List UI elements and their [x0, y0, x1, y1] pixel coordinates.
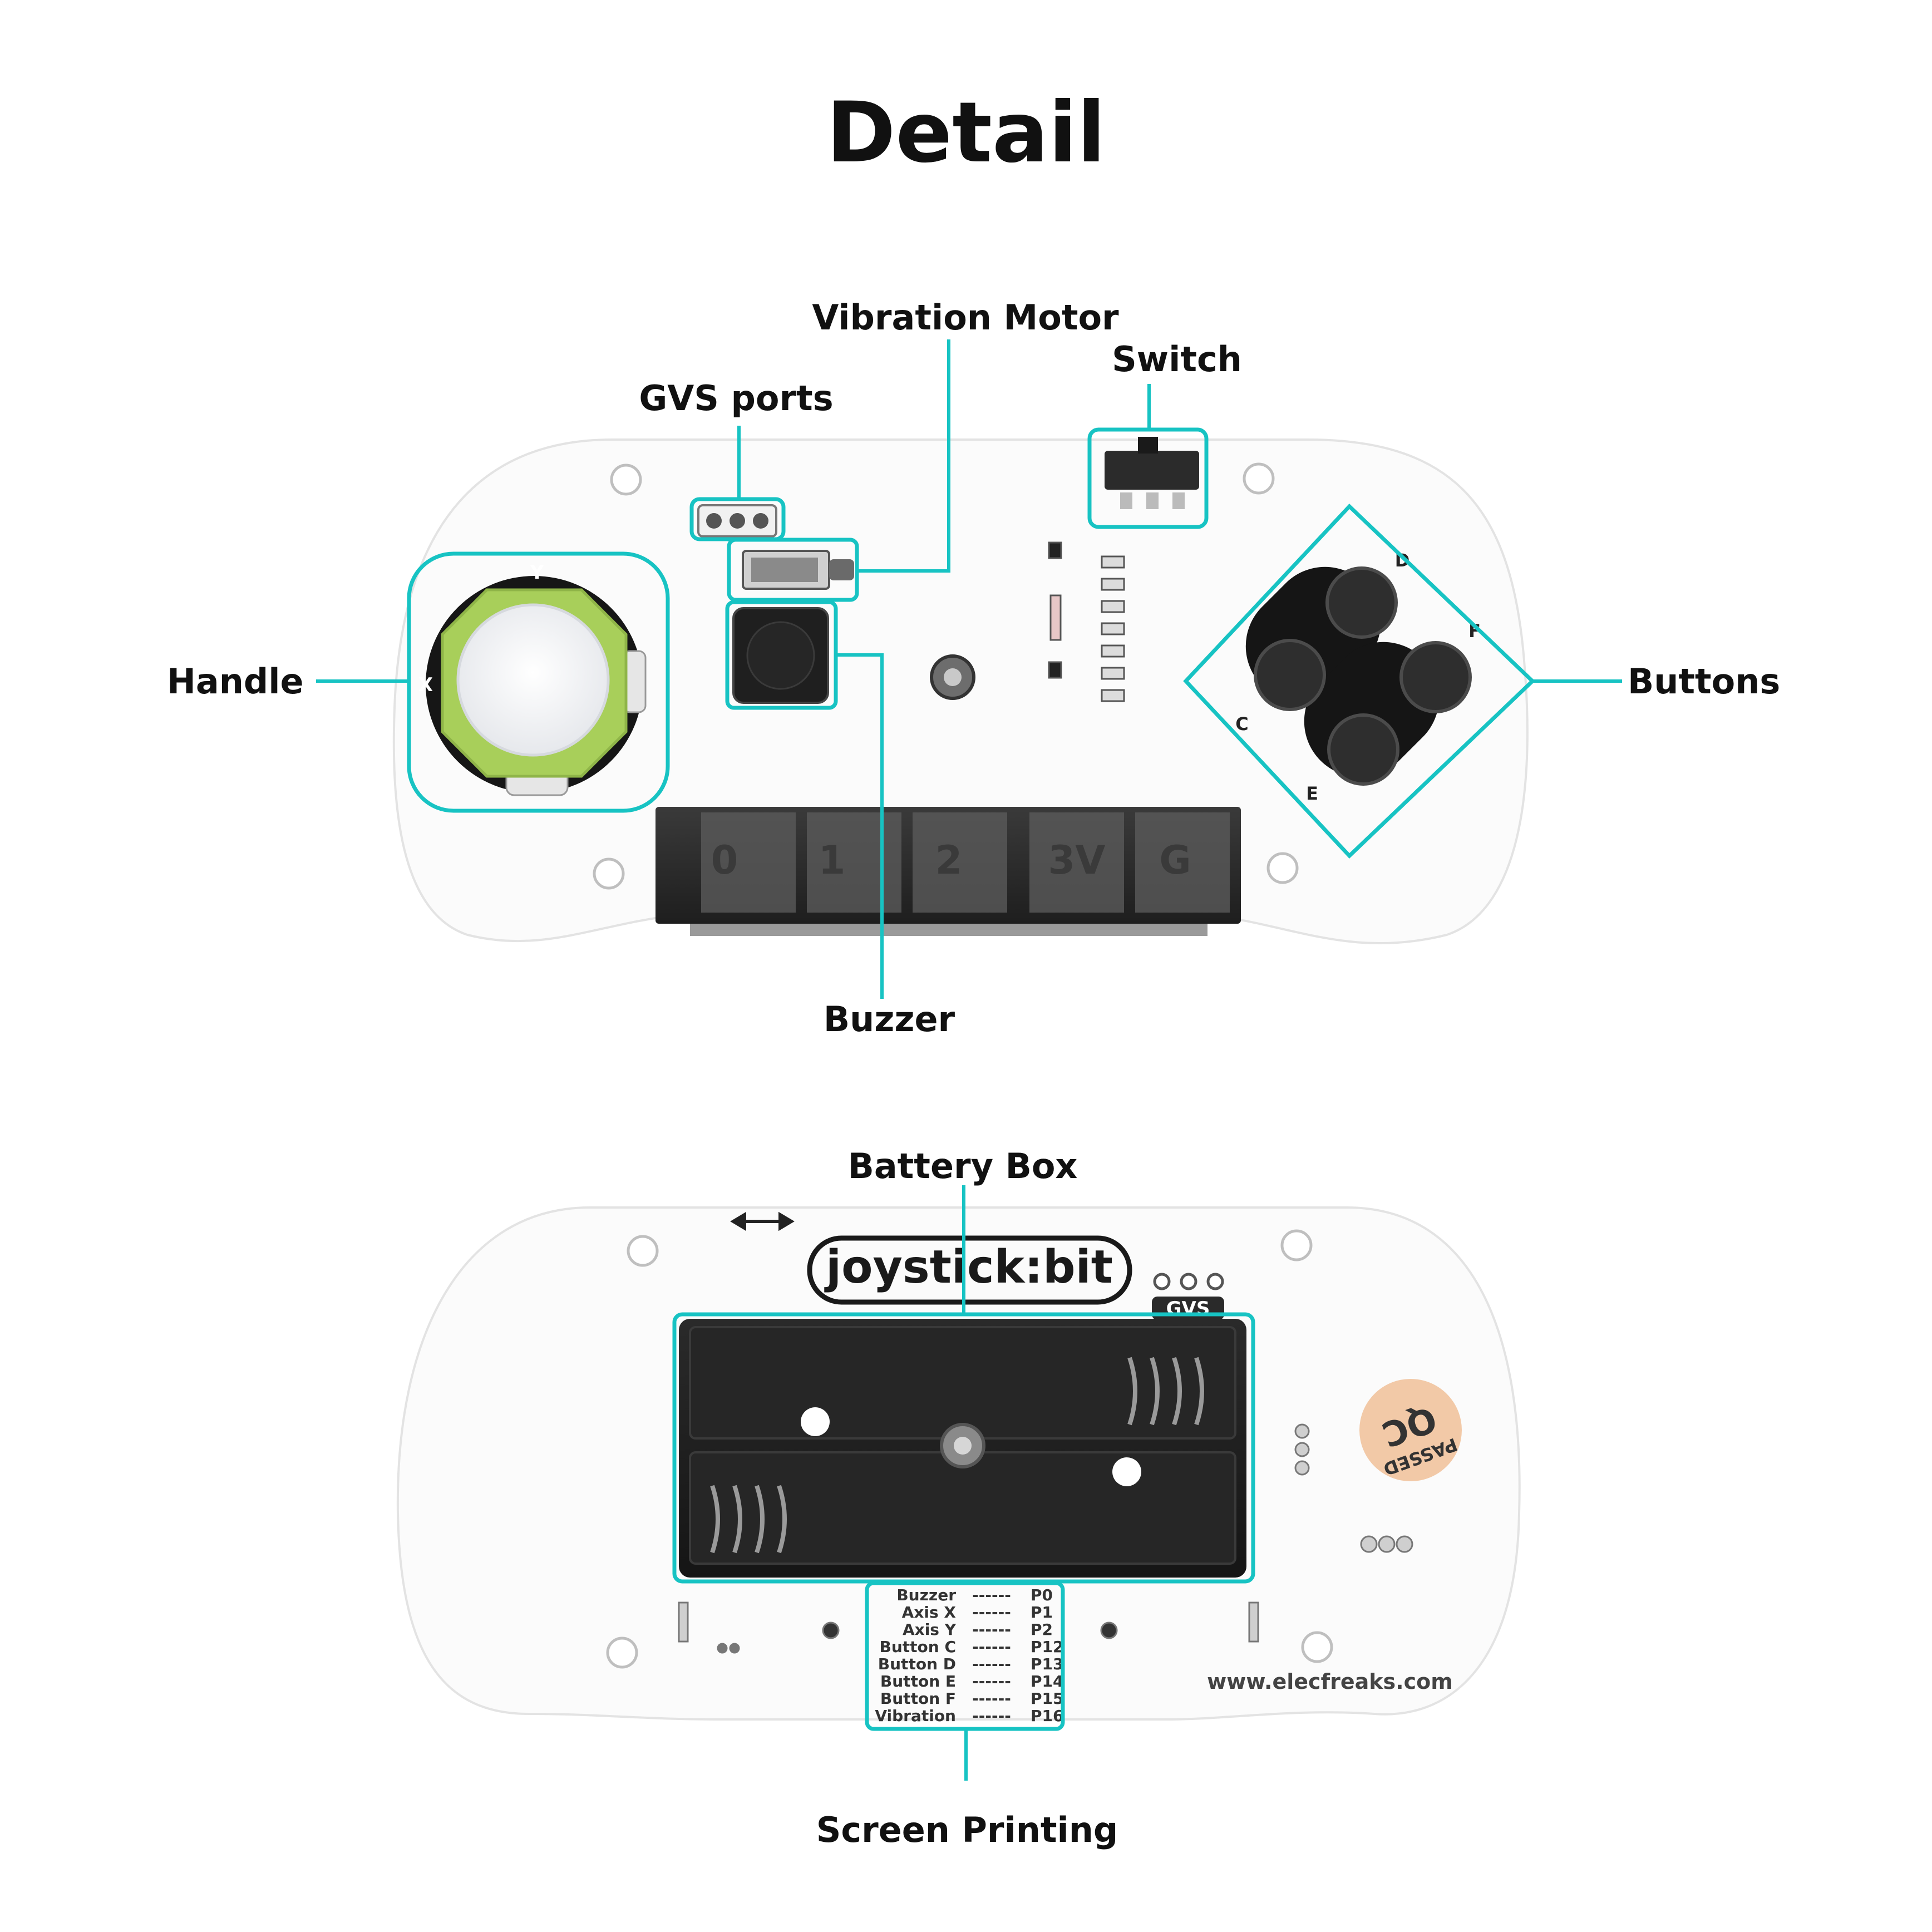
edge-pin-3v: 3V — [1048, 837, 1106, 883]
pin-map-dash-5: ------ — [972, 1672, 1011, 1690]
logo-frame — [807, 1235, 1132, 1305]
front-board: Y X — [392, 427, 1536, 945]
button-label-e: E — [1306, 783, 1318, 804]
mount-hole — [1301, 1631, 1333, 1663]
pin-map-dash-4: ------ — [972, 1655, 1011, 1673]
pin-map-pin-4: P13 — [1031, 1655, 1064, 1673]
callout-buttons: Buttons — [1628, 661, 1780, 702]
pin-map-pin-1: P1 — [1031, 1603, 1053, 1621]
mount-hole — [1266, 852, 1299, 884]
pin-map-pin-2: P2 — [1031, 1620, 1053, 1639]
callout-handle: Handle — [167, 661, 304, 702]
pin-map-dash-0: ------ — [972, 1586, 1011, 1604]
pin-map-name-6: Button F — [880, 1689, 956, 1708]
callout-vibration-motor: Vibration Motor — [812, 297, 1119, 338]
mount-hole — [593, 857, 625, 890]
button-c[interactable] — [1254, 639, 1326, 711]
callout-battery-box: Battery Box — [848, 1146, 1078, 1186]
pin-map-dash-2: ------ — [972, 1620, 1011, 1639]
screw-head — [944, 668, 962, 686]
button-d[interactable] — [1325, 566, 1398, 639]
qc-sticker: QC PASSED — [1359, 1379, 1462, 1481]
back-components — [678, 1423, 1413, 1654]
smd-components — [1048, 541, 1125, 702]
pin-map-dash-1: ------ — [972, 1603, 1011, 1621]
edge-pin-0: 0 — [711, 837, 738, 883]
callout-gvs-ports: GVS ports — [639, 378, 833, 418]
button-label-c: C — [1235, 713, 1248, 735]
buzzer — [732, 607, 829, 704]
edge-pin-1: 1 — [819, 837, 846, 883]
direction-arrow-icon — [730, 1211, 795, 1231]
pin-map-dash-3: ------ — [972, 1638, 1011, 1656]
back-board: joystick:bit GVS QC — [396, 1206, 1521, 1731]
pin-map-name-1: Axis X — [902, 1603, 957, 1621]
callout-screen-printing: Screen Printing — [816, 1810, 1118, 1850]
pin-map-dash-7: ------ — [972, 1707, 1011, 1725]
mount-hole — [1243, 462, 1275, 495]
callout-buzzer: Buzzer — [824, 999, 955, 1039]
button-label-f: F — [1468, 620, 1481, 642]
buzzer-leader — [836, 653, 884, 999]
page-title: Detail — [826, 85, 1106, 181]
callout-switch: Switch — [1112, 339, 1242, 379]
button-e[interactable] — [1327, 713, 1399, 786]
logo-text: joystick:bit — [824, 1241, 1113, 1294]
vibration-motor — [742, 550, 854, 590]
button-cluster: C D E F — [1235, 550, 1481, 804]
back-gvs-label: GVS — [1166, 1298, 1210, 1320]
pin-map-pin-7: P16 — [1031, 1707, 1064, 1725]
edge-pin-g: G — [1159, 837, 1191, 883]
pin-map-name-2: Axis Y — [903, 1620, 957, 1639]
pin-map-pin-5: P14 — [1031, 1672, 1064, 1690]
joystick-axis-x-label: X — [418, 674, 433, 696]
mount-hole — [1280, 1229, 1313, 1261]
website-text: www.elecfreaks.com — [1207, 1669, 1453, 1694]
battery-box — [679, 1319, 1246, 1578]
pin-map-name-4: Button D — [878, 1655, 956, 1673]
edge-pin-2: 2 — [935, 837, 963, 883]
gvs-header — [697, 504, 777, 538]
pin-map: Buzzer ------ P0 Axis X ------ P1 Axis Y… — [875, 1586, 1063, 1725]
pin-map-name-0: Buzzer — [896, 1586, 956, 1604]
mount-hole — [627, 1235, 659, 1267]
buttons-highlight — [1183, 504, 1536, 859]
mount-hole — [606, 1637, 638, 1669]
pin-map-dash-6: ------ — [972, 1689, 1011, 1708]
pin-map-name-3: Button C — [879, 1638, 956, 1656]
pin-map-name-5: Button E — [880, 1672, 956, 1690]
button-f[interactable] — [1399, 641, 1472, 713]
pin-map-pin-0: P0 — [1031, 1586, 1053, 1604]
joystick-axis-y-label: Y — [530, 561, 544, 584]
pin-map-pin-6: P15 — [1031, 1689, 1064, 1708]
pin-map-pin-3: P12 — [1031, 1638, 1064, 1656]
pin-map-name-7: Vibration — [875, 1707, 956, 1725]
mount-hole — [610, 464, 642, 496]
slide-switch — [1105, 437, 1199, 509]
edge-connector: 0 1 2 3V G — [655, 807, 1241, 936]
joystick-handle: Y X — [418, 561, 647, 796]
vibration-motor-leader — [857, 339, 950, 573]
